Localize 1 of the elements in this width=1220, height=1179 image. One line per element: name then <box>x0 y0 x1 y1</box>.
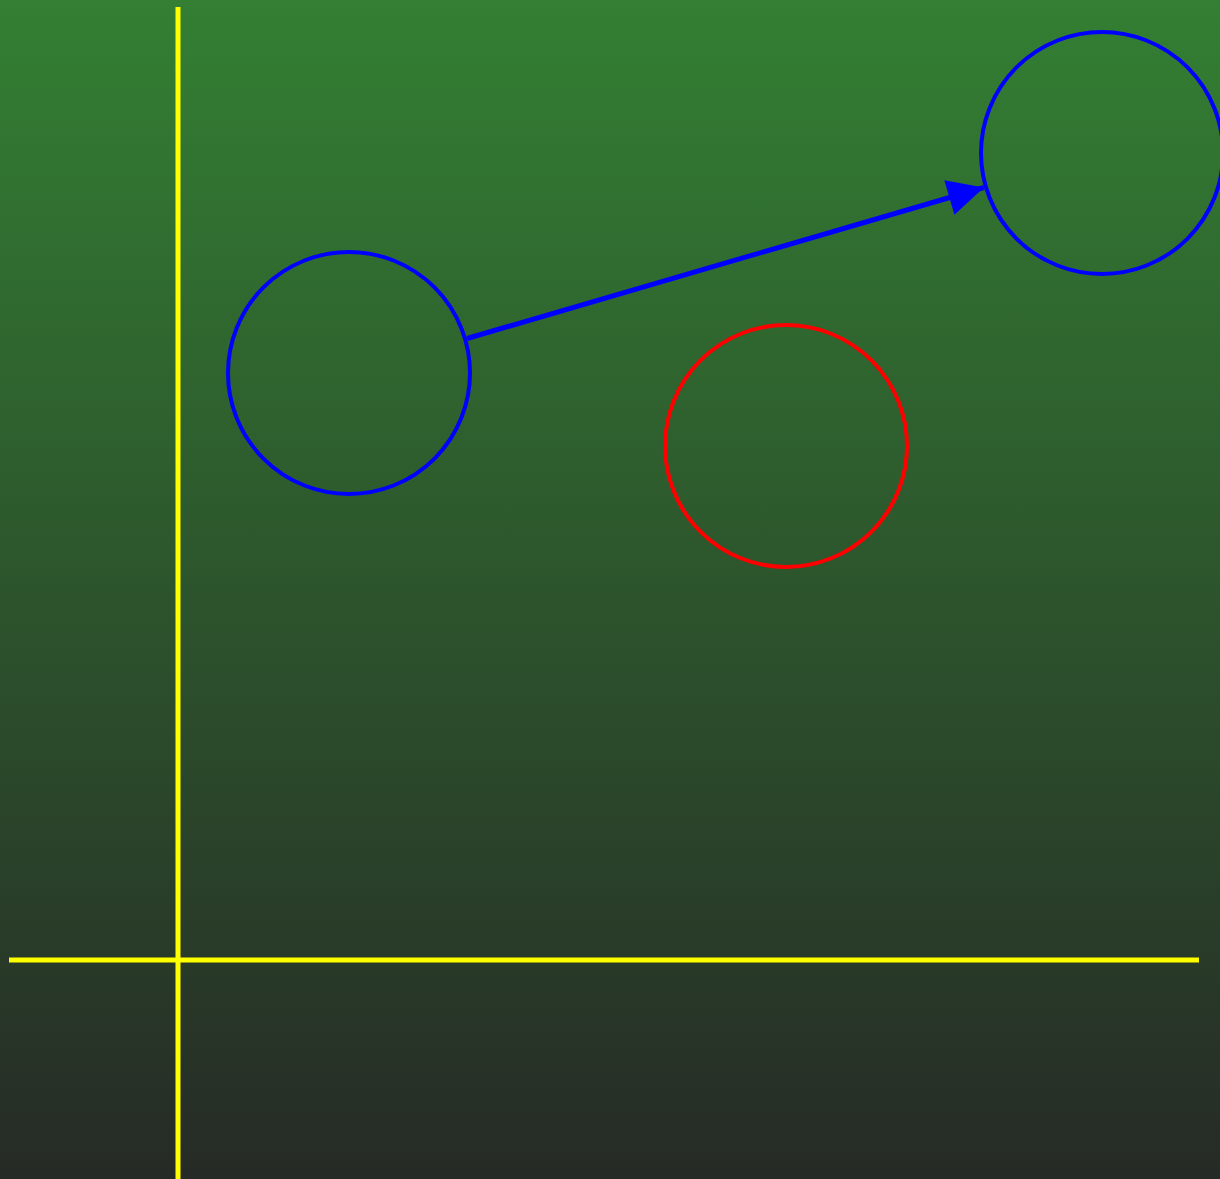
arrow <box>466 180 985 341</box>
